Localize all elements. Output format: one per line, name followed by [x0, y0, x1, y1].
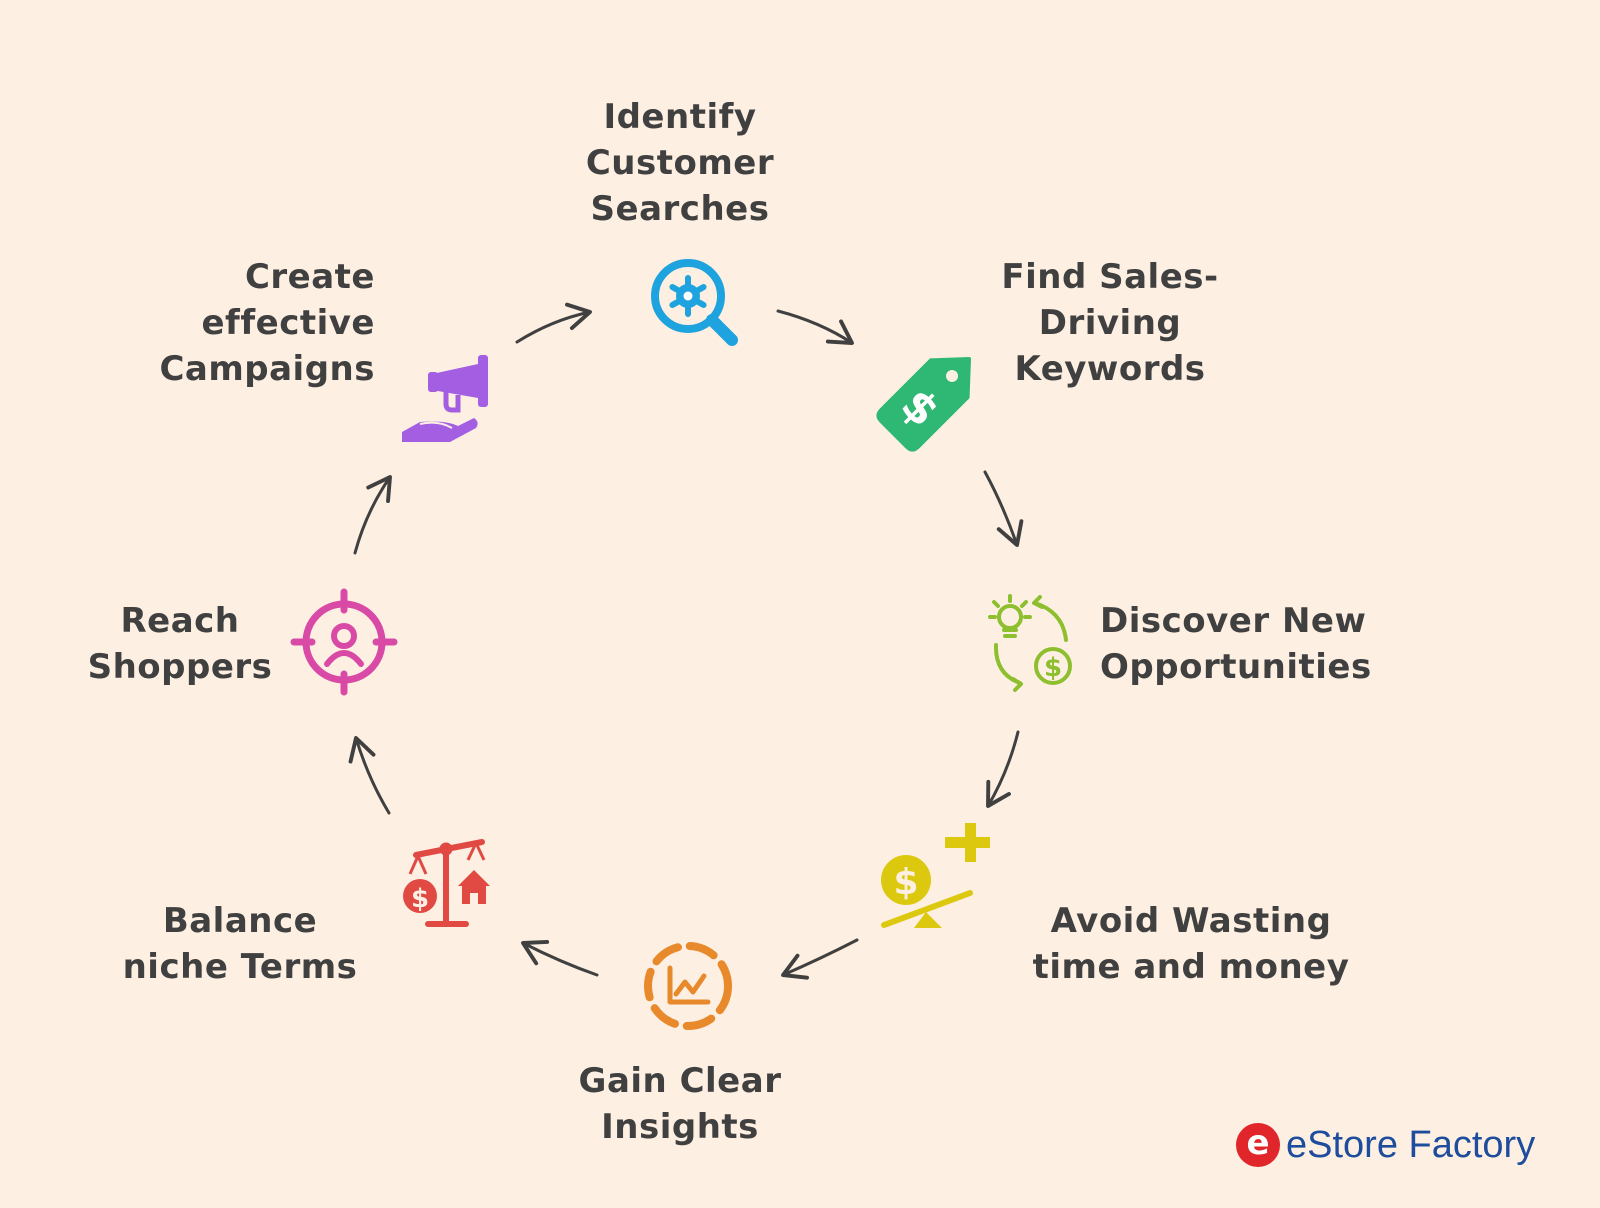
svg-text:$: $: [893, 862, 918, 903]
chart-circle-icon: [644, 942, 732, 1030]
arrow-2: [776, 309, 854, 345]
step-label-gain-clear-insights: Gain Clear Insights: [578, 1061, 782, 1147]
arrow-4: [986, 730, 1020, 808]
step-label-create-effective-campaigns: Create effective Campaigns: [159, 257, 375, 389]
scale-dollar-house-icon: $: [403, 839, 490, 927]
arrow-6: [521, 939, 599, 977]
price-tag-dollar-icon: $: [876, 356, 972, 452]
step-label-find-sales-driving-keywords: Find Sales- Driving Keywords: [1001, 257, 1219, 389]
arrow-5: [781, 938, 859, 980]
arrow-7: [348, 736, 391, 815]
logo-mark-icon: e: [1236, 1123, 1280, 1167]
svg-text:$: $: [411, 884, 429, 914]
step-label-avoid-wasting-time: Avoid Wasting time and money: [1032, 901, 1350, 987]
step-label-reach-shoppers: Reach Shoppers: [87, 601, 273, 687]
lightbulb-dollar-cycle-icon: $: [988, 594, 1072, 692]
arrow-1: [515, 302, 592, 344]
magnifier-gear-icon: [651, 259, 738, 346]
dollar-plus-seesaw-icon: $: [881, 823, 990, 928]
step-label-discover-new-opportunities: Discover New Opportunities: [1100, 601, 1372, 687]
brand-logo: e eStore Factory: [1236, 1120, 1535, 1170]
arrow-8: [353, 475, 392, 555]
step-label-balance-niche-terms: Balance niche Terms: [122, 901, 358, 987]
target-person-icon: [290, 588, 398, 696]
arrow-3: [983, 470, 1024, 547]
logo-text: eStore Factory: [1286, 1123, 1536, 1166]
step-label-identify-customer-searches: Identify Customer Searches: [585, 97, 775, 229]
svg-text:$: $: [1044, 653, 1062, 683]
megaphone-hand-icon: [402, 355, 488, 442]
